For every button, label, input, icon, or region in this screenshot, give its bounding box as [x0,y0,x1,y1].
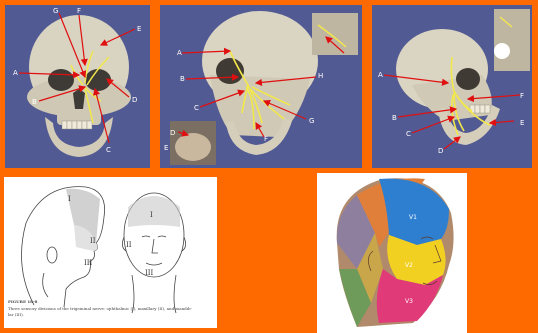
figure-caption-line-1: Three sensory divisions of the trigemina… [8,306,193,311]
label-i-profile: I [68,195,71,203]
facial-skeleton [210,75,310,137]
label-e: E [137,25,141,33]
label-a: A [378,71,383,79]
line-drawing-illustration: I II III I II III FIGURE 18-8 Three sens… [4,177,217,328]
label-g: G [309,117,314,125]
orbit [456,68,480,90]
label-h: H [318,72,323,80]
label-iii-frontal: III [145,269,154,277]
label-c: C [106,146,111,154]
label-ii-profile: II [90,237,96,245]
label-a: A [13,69,18,77]
label-d: D [438,147,443,155]
label-d: D [132,96,137,104]
left-orbit [48,69,74,91]
label-d: D [170,129,175,137]
label-i-frontal: I [150,211,153,219]
label-e: E [164,144,168,152]
inset-cranial-base [494,9,530,71]
label-c: C [406,130,411,138]
figure-number: FIGURE 18-8 [8,299,38,304]
trigeminal-divisions-drawing: I II III I II III FIGURE 18-8 Three sens… [4,177,217,328]
dermatome-illustration: V1 V2 V3 [317,173,467,333]
label-f: F [264,135,268,143]
label-b: B [180,75,185,83]
inset-skull-base-bone [175,133,211,161]
label-f: F [520,92,524,100]
upper-teeth [62,121,92,129]
label-iii-profile: III [84,259,93,267]
trigeminal-dermatome-map: V1 V2 V3 [317,173,467,333]
inset-cranial-base [312,13,358,55]
label-g: G [53,7,58,15]
label-b: B [392,114,397,122]
right-orbit [85,69,111,91]
skull-oblique-panel: A B C D E F [372,5,532,168]
figure-caption-line-2: lar (III). [8,312,24,317]
label-v1: V1 [409,214,417,221]
label-ii-frontal: II [126,241,132,249]
frontal-zone-i [128,196,180,227]
label-f: F [77,7,81,15]
skull-lateral-illustration: A B C D E F G H [160,5,362,168]
label-a: A [177,49,182,57]
skull-frontal-panel: G F E A B C D [5,5,150,168]
inset-foramen [494,43,510,59]
teeth [470,105,490,113]
nasal-aperture [73,89,85,109]
v1-zone [379,179,449,245]
skull-frontal-illustration: G F E A B C D [5,5,150,168]
label-v3: V3 [405,298,413,305]
label-b: B [32,98,37,106]
label-c: C [194,104,199,112]
label-v2: V2 [405,262,413,269]
skull-lateral-panel: A B C D E F G H [160,5,362,168]
skull-oblique-illustration: A B C D E F [372,5,532,168]
label-e: E [520,119,524,127]
